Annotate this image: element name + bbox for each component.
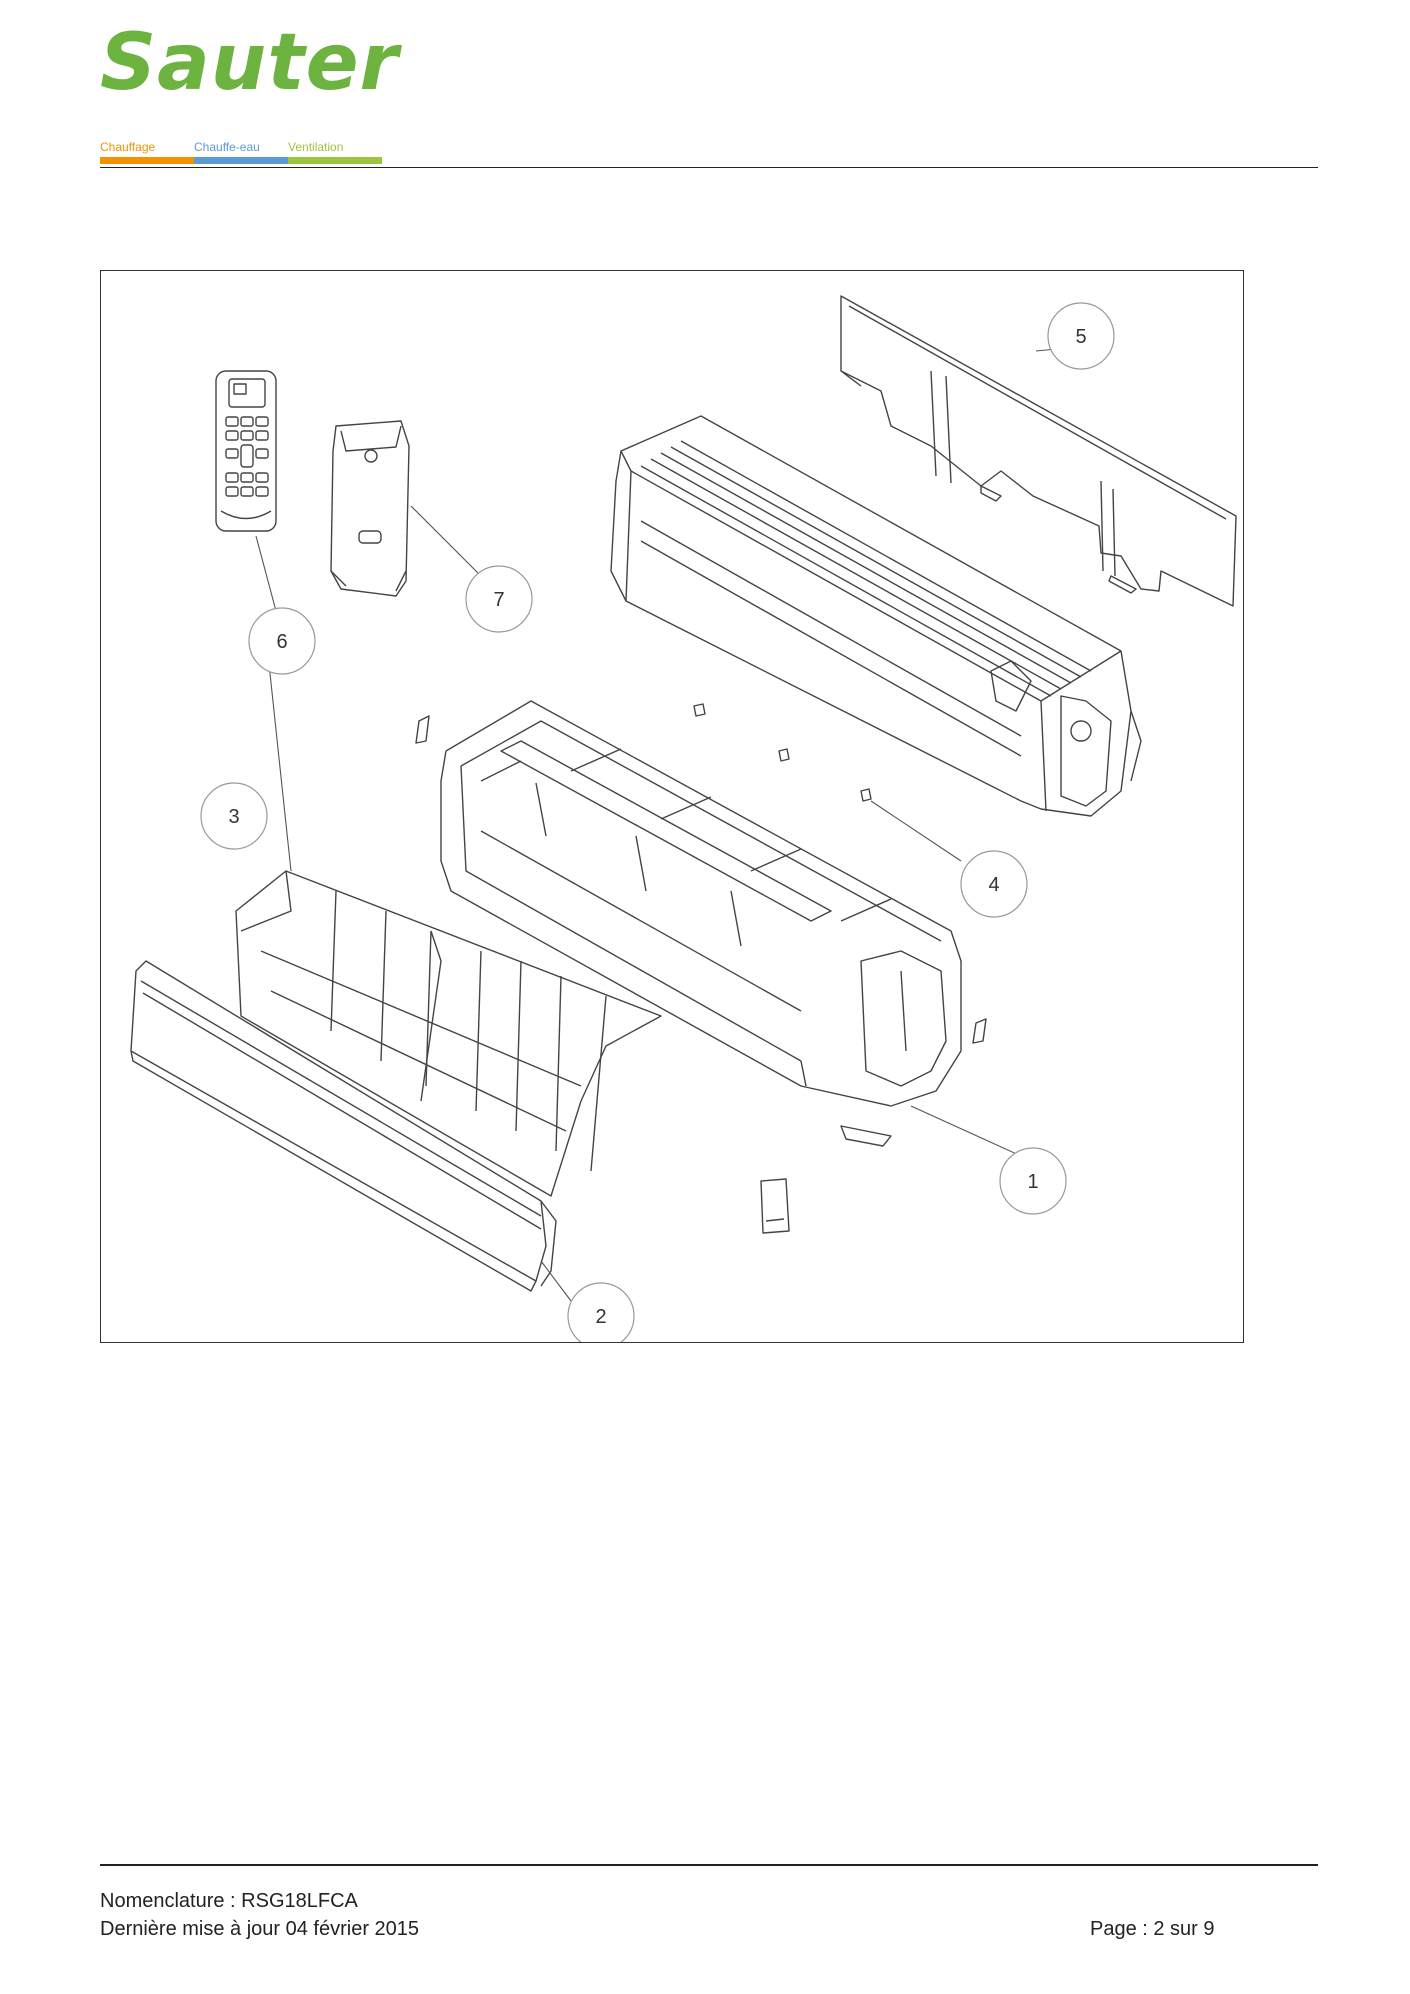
exploded-view-diagram: 5 7 6 3 4 1 2 xyxy=(100,270,1244,1343)
callouts: 5 7 6 3 4 1 2 xyxy=(200,302,1115,1342)
brand-tagline: Chauffage Chauffe-eau Ventilation xyxy=(100,140,382,164)
remote-control-drawing xyxy=(215,370,277,532)
leader-line-1 xyxy=(910,1105,1022,1157)
callout-6: 6 xyxy=(248,607,316,675)
footer-last-updated: Dernière mise à jour 04 février 2015 xyxy=(100,1918,420,1940)
clip-parts-drawing xyxy=(415,703,987,1234)
brand-logo: Sauter xyxy=(100,24,399,102)
brand-name: Sauter xyxy=(100,18,399,108)
air-filter-drawing xyxy=(235,870,662,1197)
footer-page-number: Page : 2 sur 9 xyxy=(1090,1918,1215,1940)
tagline-bar xyxy=(100,157,194,164)
leader-line-6 xyxy=(255,535,277,612)
tagline-label: Ventilation xyxy=(288,140,344,154)
tagline-label: Chauffage xyxy=(100,140,156,154)
leader-line-7 xyxy=(410,505,482,577)
footer-nomenclature: Nomenclature : RSG18LFCA xyxy=(100,1890,358,1912)
front-frame-drawing xyxy=(440,700,962,1107)
remote-holder-drawing xyxy=(330,420,410,597)
callout-number: 5 xyxy=(1075,326,1086,348)
callout-2: 2 xyxy=(567,1282,635,1342)
chassis-drawing xyxy=(610,415,1142,817)
tagline-bar xyxy=(194,157,288,164)
callout-number: 4 xyxy=(988,874,999,896)
callout-3: 3 xyxy=(200,782,268,850)
mounting-plate-drawing xyxy=(840,295,1237,607)
tagline-item-ventilation: Ventilation xyxy=(288,140,382,164)
front-panel-drawing xyxy=(130,960,557,1292)
leader-line-4 xyxy=(870,800,962,862)
callout-5: 5 xyxy=(1047,302,1115,370)
leader-line-3 xyxy=(268,663,292,872)
callout-number: 1 xyxy=(1027,1171,1038,1193)
callout-number: 2 xyxy=(595,1306,606,1328)
diagram-drawing: 5 7 6 3 4 1 2 xyxy=(130,295,1237,1342)
header-divider xyxy=(100,167,1318,168)
tagline-label: Chauffe-eau xyxy=(194,140,260,154)
callout-7: 7 xyxy=(465,565,533,633)
tagline-item-chauffe-eau: Chauffe-eau xyxy=(194,140,288,164)
tagline-item-chauffage: Chauffage xyxy=(100,140,194,164)
callout-1: 1 xyxy=(999,1147,1067,1215)
callout-number: 7 xyxy=(493,589,504,611)
footer-divider xyxy=(100,1864,1318,1866)
callout-number: 6 xyxy=(276,631,287,653)
tagline-bar xyxy=(288,157,382,164)
callout-number: 3 xyxy=(228,806,239,828)
leader-line-2 xyxy=(540,1260,572,1302)
callout-4: 4 xyxy=(960,850,1028,918)
